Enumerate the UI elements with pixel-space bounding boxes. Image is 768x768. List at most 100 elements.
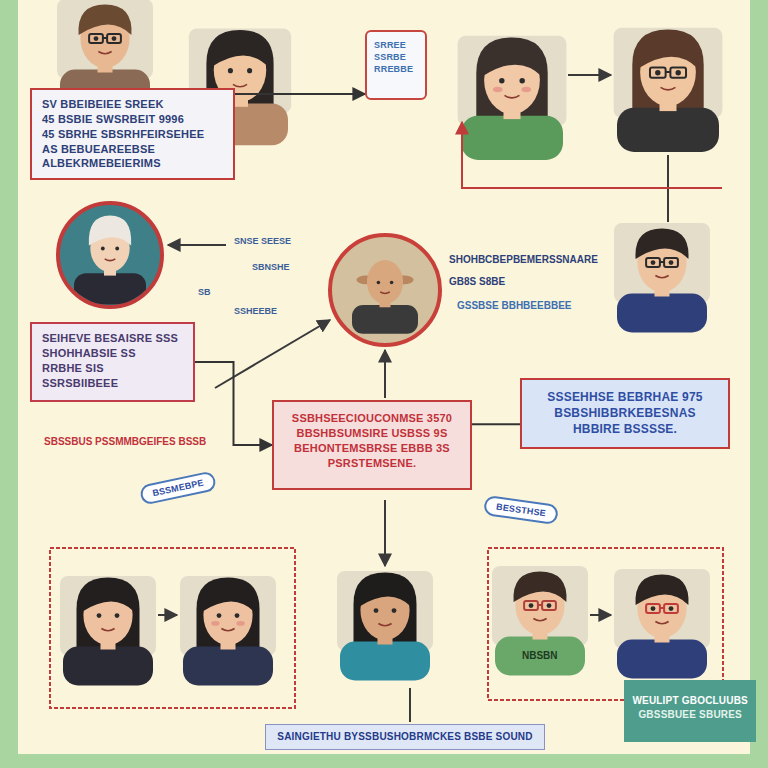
person-figure	[458, 36, 567, 160]
eye	[390, 281, 394, 285]
mouth	[378, 624, 391, 626]
mouth	[505, 95, 520, 98]
portrait-backdrop	[57, 0, 153, 79]
portrait-backdrop	[337, 571, 433, 651]
shirt	[63, 647, 153, 686]
note-box: SRREESSRBERREBBE	[365, 30, 427, 100]
box-text: BEHONTEMSBRSE EBBB 3S	[284, 441, 460, 456]
arrow	[215, 320, 330, 388]
box-text: AS BEBUEAREEBSE	[42, 142, 223, 157]
mouth	[221, 629, 234, 631]
glasses-bridge	[103, 37, 107, 39]
eye	[247, 68, 252, 73]
person-figure	[60, 576, 156, 686]
blush	[211, 621, 219, 626]
text-label: GB8S S8BE	[447, 276, 507, 288]
box-text: RRBHE SIS	[42, 361, 183, 376]
group-frame	[50, 548, 295, 708]
glasses	[524, 601, 538, 610]
box-text: SAINGIETHU BYSSBUSHOBRMCKES BSBE SOUND	[276, 730, 534, 744]
box-text: PSRSTEMSENE.	[284, 456, 460, 471]
mouth	[655, 276, 668, 278]
text-label: NBSBN	[520, 650, 560, 662]
box-text: GBSSBUEE SBURES	[632, 708, 748, 722]
portrait-circle	[330, 235, 440, 345]
box-text: SSBHSEECIOUCONMSE 3570	[284, 411, 460, 426]
arrow	[384, 350, 386, 398]
connector	[195, 362, 272, 445]
box-text: SV BBEIBEIEE SREEK	[42, 97, 223, 112]
hair	[632, 30, 703, 113]
process-box: SSBHSEECIOUCONMSE 3570BBSHBSUMSIRE USBSS…	[272, 400, 472, 490]
group-frame	[488, 548, 723, 700]
shirt	[340, 642, 430, 681]
shirt	[495, 637, 585, 676]
eye	[392, 608, 397, 613]
box-text: BESSTHSE	[495, 501, 546, 520]
mouth	[661, 87, 676, 90]
text-box: SV BBEIBEIEE SREEK45 BSBIE SWSRBEIT 9996…	[30, 88, 235, 180]
eye	[669, 260, 674, 265]
eye	[499, 78, 504, 83]
glasses	[542, 601, 556, 610]
box-text: SSRSBIIBEEE	[42, 376, 183, 391]
blush	[236, 621, 244, 626]
box-text: SHOHHABSIE SS	[42, 346, 183, 361]
eye	[529, 603, 534, 608]
person-figure	[337, 571, 433, 681]
shirt	[183, 647, 273, 686]
text-label: SHOHBCBEPBEMERSSNAARE	[447, 254, 600, 266]
mouth	[380, 292, 390, 294]
box-text: 45 SBRHE SBSRHFEIRSEHEE	[42, 127, 223, 142]
head	[367, 260, 403, 304]
mouth	[101, 629, 114, 631]
glasses-bridge	[660, 261, 664, 263]
portrait-backdrop	[492, 566, 588, 646]
arrow	[590, 614, 611, 616]
eye	[94, 36, 99, 41]
blush	[522, 87, 532, 92]
mouth	[655, 622, 668, 624]
eye	[97, 613, 102, 618]
box-text: SEIHEVE BESAISRE SSS	[42, 331, 183, 346]
glasses-bridge	[660, 607, 664, 609]
hair	[635, 228, 688, 259]
person-figure	[74, 216, 146, 305]
eye	[547, 603, 552, 608]
hair	[212, 34, 269, 67]
eye	[101, 247, 105, 251]
portrait-backdrop	[458, 36, 567, 126]
glasses	[664, 604, 678, 613]
eye	[374, 608, 379, 613]
text-label: SSHEEBE	[232, 306, 279, 317]
glasses-bridge	[538, 604, 542, 606]
eye	[651, 260, 656, 265]
text-label: GSSBSE BBHBEEBBEE	[455, 300, 573, 312]
text-box: SEIHEVE BESAISRE SSSSHOHHABSIE SSRRBHE S…	[30, 322, 195, 402]
mouth	[98, 52, 111, 54]
text-label: SNSE SEESE	[232, 236, 293, 247]
hair	[358, 576, 411, 607]
hair	[354, 573, 417, 647]
box-text: SSSEHHSE BEBRHAE 975	[534, 389, 716, 405]
person-figure	[180, 576, 276, 686]
eye	[217, 613, 222, 618]
connector	[472, 423, 520, 425]
mouth	[233, 84, 247, 86]
wire	[409, 688, 411, 722]
shirt	[352, 305, 418, 334]
eye	[651, 606, 656, 611]
hair	[635, 574, 688, 605]
hair	[482, 42, 542, 77]
cream-panel	[18, 0, 750, 754]
box-text: RREBBE	[374, 63, 418, 75]
person-figure	[614, 223, 710, 333]
glasses	[670, 68, 686, 78]
person-figure	[614, 569, 710, 679]
eye	[669, 606, 674, 611]
hair	[78, 4, 131, 35]
portrait-backdrop	[180, 576, 276, 656]
shirt	[461, 116, 563, 160]
